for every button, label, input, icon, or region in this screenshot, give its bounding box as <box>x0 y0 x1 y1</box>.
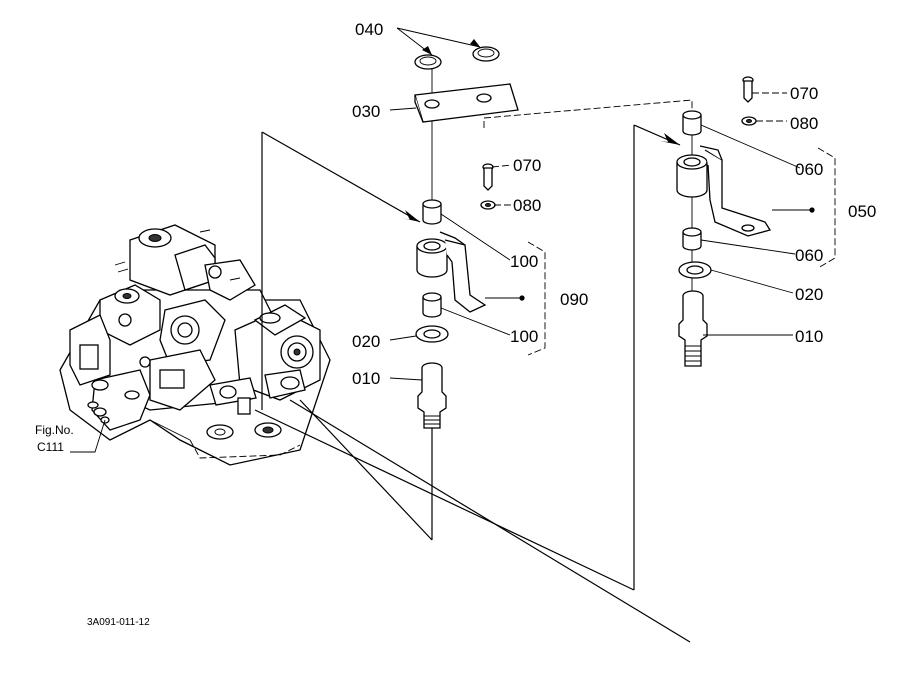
valve-housing <box>59 224 331 466</box>
part-030-plate <box>414 83 519 123</box>
callout-090: 090 <box>560 290 588 309</box>
part-080-left-washer <box>480 200 496 210</box>
part-020-right-washer <box>678 261 712 279</box>
callout-060-upper: 060 <box>795 160 823 179</box>
part-100-lower-bushing <box>422 292 442 318</box>
part-010-left-shaft <box>417 362 447 429</box>
callout-010-right: 010 <box>795 327 823 346</box>
callout-070-right: 070 <box>790 84 818 103</box>
part-010-right-shaft <box>678 290 708 367</box>
part-020-left-washer <box>415 325 449 343</box>
part-070-left-pin <box>482 163 494 191</box>
callout-050: 050 <box>848 202 876 221</box>
part-060-upper-bushing <box>682 110 702 136</box>
callout-100-upper: 100 <box>510 252 538 271</box>
callout-030: 030 <box>352 102 380 121</box>
callout-010-left: 010 <box>352 369 380 388</box>
figure-reference-number: C111 <box>37 440 64 454</box>
callout-020-right: 020 <box>795 285 823 304</box>
callout-leaders <box>70 27 836 453</box>
part-090-arm <box>416 231 487 313</box>
callout-060-lower: 060 <box>795 246 823 265</box>
callout-080-right: 080 <box>790 114 818 133</box>
figure-reference-label: Fig.No. <box>35 423 74 437</box>
part-080-right-washer <box>741 116 757 126</box>
callout-040: 040 <box>355 20 383 39</box>
part-040-circlips <box>414 46 500 70</box>
assembly-guide-lines <box>254 60 693 643</box>
callout-100-lower: 100 <box>510 327 538 346</box>
part-050-arm <box>676 145 772 237</box>
drawing-code: 3A091-011-12 <box>87 617 150 628</box>
callout-labels: 040 030 070 080 100 090 100 020 010 070 … <box>35 20 876 628</box>
callout-080-left: 080 <box>513 196 541 215</box>
part-100-upper-bushing <box>422 199 442 225</box>
part-060-lower-bushing <box>682 227 702 251</box>
callout-020-left: 020 <box>352 332 380 351</box>
part-070-right-pin <box>742 76 754 103</box>
callout-070-left: 070 <box>513 156 541 175</box>
